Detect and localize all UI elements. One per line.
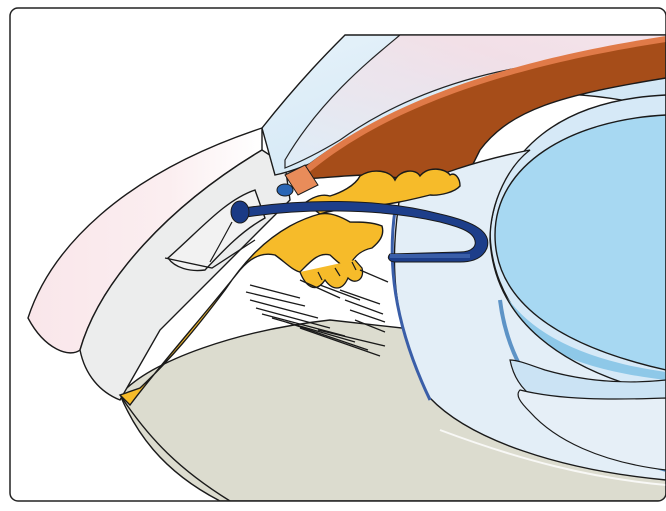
aqueous-vein xyxy=(277,184,293,196)
schlemm-canal xyxy=(231,201,249,223)
